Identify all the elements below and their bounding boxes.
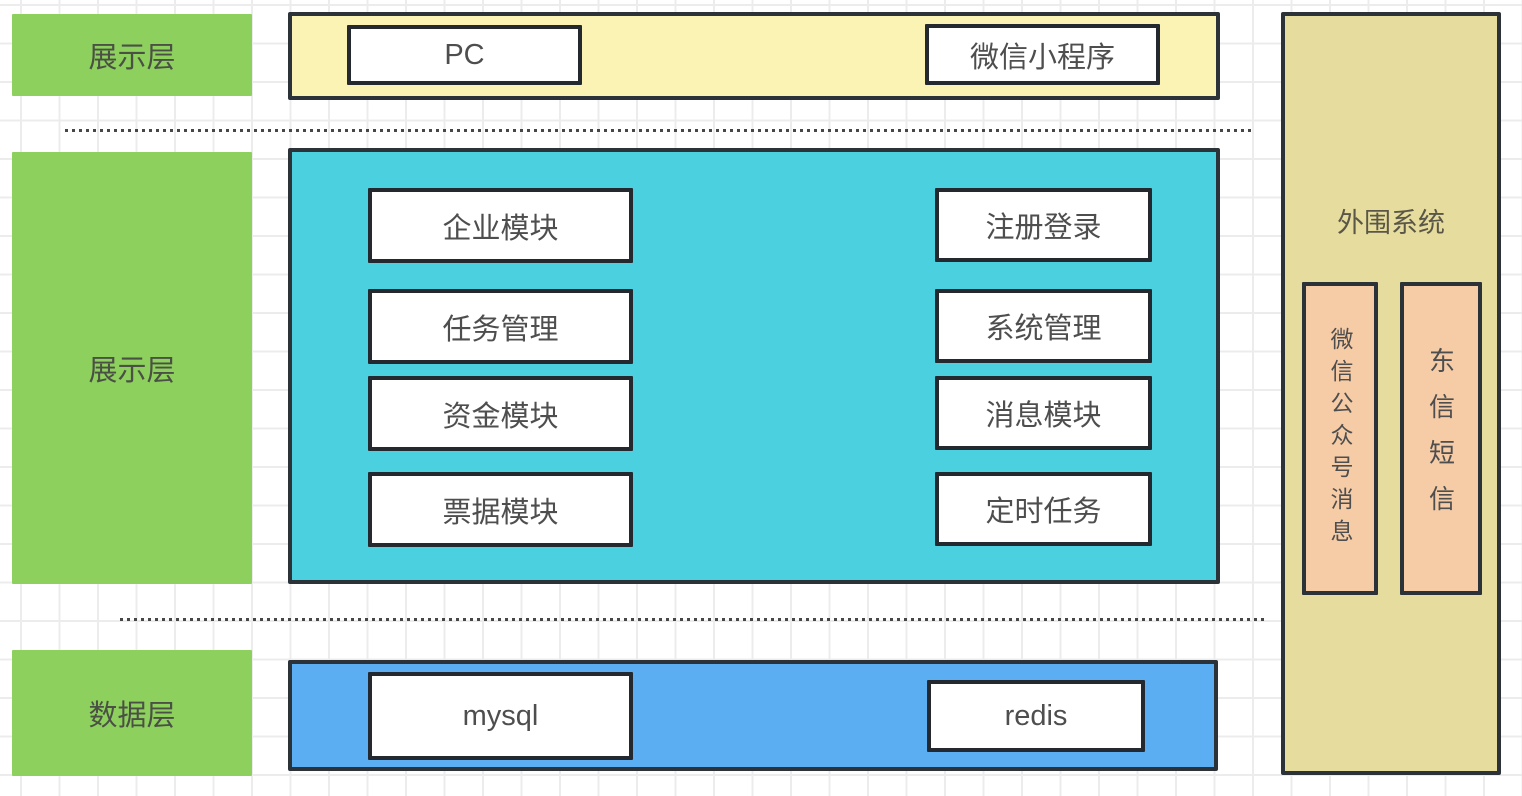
pc-box: PC <box>347 25 582 85</box>
business-layer-box: 企业模块 任务管理 资金模块 票据模块 注册登录 系统管理 消息模块 定时任务 <box>288 148 1220 584</box>
presentation-layer-bar: PC 微信小程序 <box>288 12 1220 100</box>
layer-label-presentation: 展示层 <box>12 14 252 96</box>
wechat-miniprogram-box: 微信小程序 <box>925 24 1160 85</box>
data-layer-bar: mysql redis <box>288 660 1218 771</box>
layer-separator-line-bottom <box>120 618 1268 621</box>
mysql-box: mysql <box>368 672 633 760</box>
peripheral-title: 外围系统 <box>1337 208 1445 238</box>
redis-box: redis <box>927 680 1145 752</box>
layer-label-data: 数据层 <box>12 650 252 776</box>
dongxin-sms-box: 东信短信 <box>1400 282 1482 595</box>
module-box-scheduled-task: 定时任务 <box>935 472 1152 546</box>
module-box-task-management: 任务管理 <box>368 289 633 364</box>
layer-separator-line-top <box>65 129 1253 132</box>
module-box-message: 消息模块 <box>935 376 1152 450</box>
module-box-system-management: 系统管理 <box>935 289 1152 363</box>
module-box-register-login: 注册登录 <box>935 188 1152 262</box>
layer-label-business: 展示层 <box>12 152 252 584</box>
module-box-funds: 资金模块 <box>368 376 633 451</box>
wechat-official-account-message-box: 微信公众号消息 <box>1302 282 1378 595</box>
module-box-enterprise: 企业模块 <box>368 188 633 263</box>
peripheral-system-panel: 外围系统 微信公众号消息 东信短信 <box>1281 12 1501 775</box>
module-box-bills: 票据模块 <box>368 472 633 547</box>
